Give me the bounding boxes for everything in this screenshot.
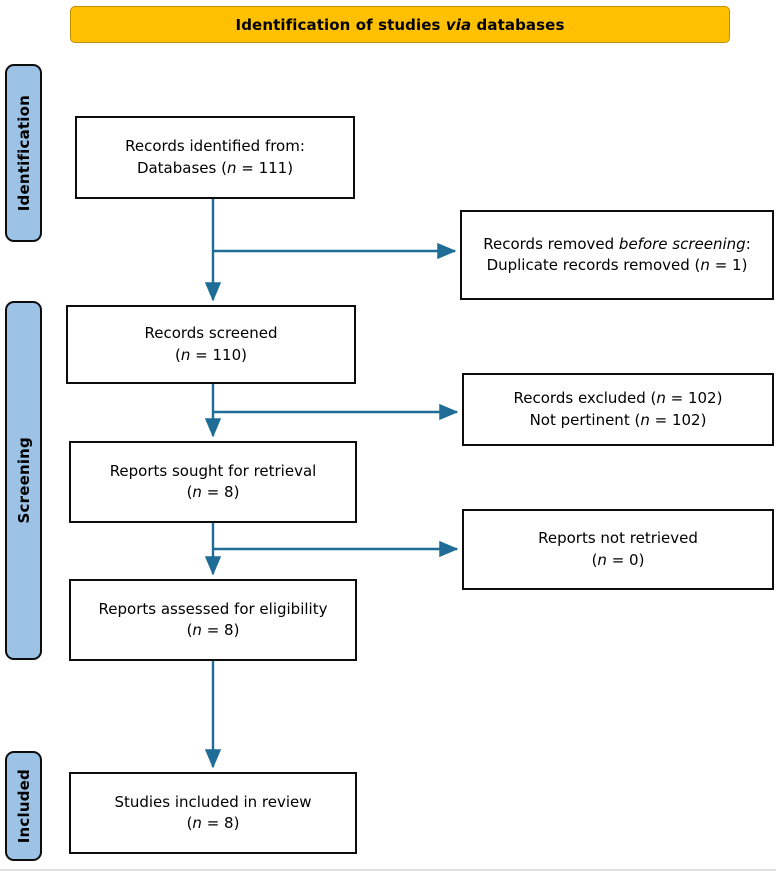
node-records-identified-line2-pre: Databases ( — [136, 158, 227, 177]
node-reports-sought: Reports sought for retrieval (n = 8) — [69, 441, 357, 523]
node-records-identified-line2-post: = 111) — [236, 158, 294, 177]
node-records-removed: Records removed before screening: Duplic… — [460, 210, 774, 300]
node-records-excluded: Records excluded (n = 102) Not pertinent… — [462, 373, 774, 446]
node-studies-included-line2: (n = 8) — [187, 813, 240, 834]
stage-label-included: Included — [5, 751, 42, 861]
node-records-excluded-line1-var: n — [656, 389, 666, 408]
header-title-part2: databases — [471, 15, 565, 34]
node-records-identified-line2: Databases (n = 111) — [137, 158, 293, 179]
node-reports-assessed-line2-var: n — [192, 621, 202, 639]
node-records-removed-line1-post: : — [745, 234, 751, 253]
node-reports-assessed-line2-post: = 8) — [201, 621, 240, 639]
node-records-removed-line2-var: n — [700, 256, 710, 274]
node-reports-assessed-line2-pre: ( — [186, 621, 193, 639]
stage-label-identification: Identification — [5, 64, 42, 242]
node-records-removed-line2-pre: Duplicate records removed ( — [486, 256, 701, 274]
node-reports-assessed-line1: Reports assessed for eligibility — [98, 599, 328, 618]
node-reports-not-retrieved-line1: Reports not retrieved — [538, 529, 698, 548]
node-reports-not-retrieved: Reports not retrieved (n = 0) — [462, 509, 774, 590]
node-records-screened-line2-pre: ( — [175, 345, 181, 364]
node-records-excluded-line2: Not pertinent (n = 102) — [530, 410, 707, 431]
node-records-identified-line1: Records identified from: — [125, 137, 305, 156]
node-records-excluded-line2-var: n — [640, 410, 650, 429]
node-records-screened-line1: Records screened — [144, 324, 278, 343]
diagram-header-banner: Identification of studies via databases — [70, 6, 730, 43]
node-records-removed-line2: Duplicate records removed (n = 1) — [487, 255, 748, 276]
stage-label-screening-text: Screening — [14, 437, 33, 524]
node-records-screened-line2: (n = 110) — [175, 345, 247, 366]
node-reports-not-retrieved-line2-pre: ( — [591, 550, 598, 569]
node-records-removed-line2-post: = 1) — [709, 256, 748, 274]
node-studies-included-line2-post: = 8) — [201, 814, 240, 832]
node-records-screened: Records screened (n = 110) — [66, 305, 356, 384]
header-title-part1: Identification of studies — [235, 15, 446, 34]
node-reports-sought-line2-var: n — [192, 483, 202, 501]
bottom-divider — [0, 869, 776, 871]
node-records-excluded-line1-post: = 102) — [665, 389, 723, 408]
node-reports-sought-line1: Reports sought for retrieval — [109, 461, 317, 480]
node-records-removed-line1-pre: Records removed — [483, 234, 619, 253]
node-studies-included-line2-var: n — [192, 814, 202, 832]
node-reports-sought-line2: (n = 8) — [187, 482, 240, 503]
node-reports-sought-line2-post: = 8) — [201, 483, 240, 501]
node-records-identified: Records identified from: Databases (n = … — [75, 116, 355, 199]
node-reports-assessed-line2: (n = 8) — [187, 620, 240, 641]
node-records-screened-line2-post: = 110) — [190, 345, 247, 364]
stage-label-included-text: Included — [14, 768, 33, 844]
node-records-screened-line2-var: n — [180, 345, 191, 364]
node-reports-assessed: Reports assessed for eligibility (n = 8) — [69, 579, 357, 661]
node-records-excluded-line2-pre: Not pertinent ( — [529, 410, 641, 429]
stage-label-identification-text: Identification — [14, 94, 33, 212]
node-records-removed-line1-emphasis: before screening — [618, 234, 746, 253]
node-studies-included: Studies included in review (n = 8) — [69, 772, 357, 854]
header-title-emphasis: via — [445, 15, 472, 34]
header-title: Identification of studies via databases — [236, 16, 565, 34]
node-reports-sought-line2-pre: ( — [186, 483, 193, 501]
node-records-excluded-line1: Records excluded (n = 102) — [514, 388, 723, 409]
node-records-excluded-line2-post: = 102) — [649, 410, 707, 429]
node-reports-not-retrieved-line2: (n = 0) — [592, 550, 645, 571]
node-reports-not-retrieved-line2-var: n — [597, 550, 607, 569]
node-records-identified-line2-var: n — [226, 158, 237, 177]
node-studies-included-line1: Studies included in review — [114, 792, 312, 811]
node-records-excluded-line1-pre: Records excluded ( — [513, 389, 657, 408]
node-studies-included-line2-pre: ( — [186, 814, 193, 832]
node-reports-not-retrieved-line2-post: = 0) — [606, 550, 645, 569]
node-records-removed-line1: Records removed before screening: — [483, 234, 751, 255]
stage-label-screening: Screening — [5, 301, 42, 660]
